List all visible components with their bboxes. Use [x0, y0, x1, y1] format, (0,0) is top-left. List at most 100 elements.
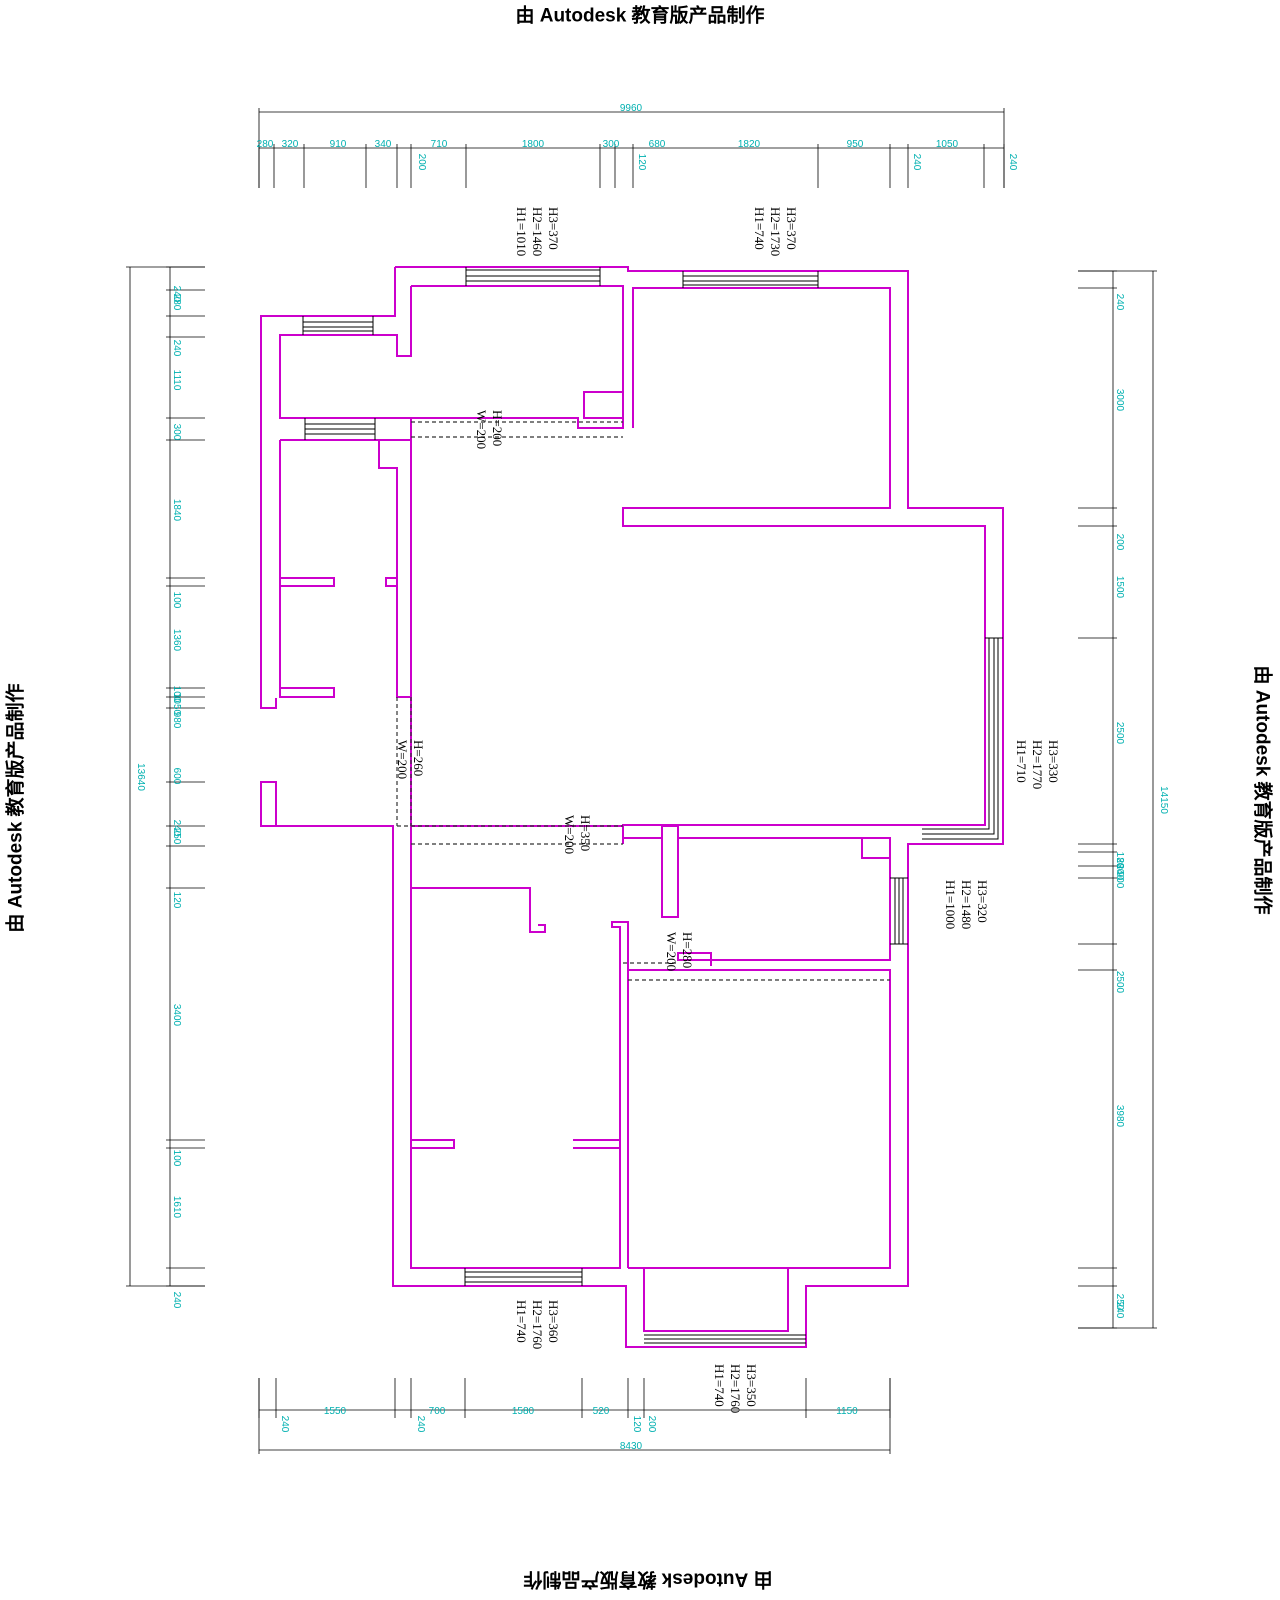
outer-wall-west — [260, 267, 396, 709]
inner-wall-kitchen — [411, 285, 624, 429]
dim-left-segment: 120 — [171, 892, 182, 909]
dim-left-segment: 100 — [171, 686, 182, 703]
dim-bottom-total: 8430 — [620, 1441, 643, 1452]
dim-bottom-vertical: 120 — [631, 1416, 642, 1433]
dim-top-segment: 950 — [847, 139, 864, 150]
annotation-win-bottom-left: H1=740 — [514, 1300, 529, 1343]
annotation-win-top-right: H2=1730 — [768, 207, 783, 256]
dim-top-segment: 710 — [431, 139, 448, 150]
window-east-small — [890, 877, 908, 945]
dim-left-segment: 1050 — [171, 693, 182, 716]
dim-left-segment: 250 — [171, 828, 182, 845]
windows — [302, 267, 1003, 1344]
dim-left-segment: 1610 — [171, 1196, 182, 1219]
window-west-lower — [304, 418, 376, 440]
dim-top-segment: 1820 — [738, 139, 761, 150]
dim-top-vertical: 120 — [636, 154, 647, 171]
dim-left-segment: 240 — [171, 1292, 182, 1309]
annotation-win-bottom-right: H1=740 — [712, 1364, 727, 1407]
hall-column — [861, 837, 891, 859]
dim-right-segment: 1500 — [1114, 576, 1125, 599]
annotation-beam-left: W=200 — [395, 740, 410, 779]
dim-bottom-segment: 700 — [429, 1406, 446, 1417]
annotation-win-top-left: H1=1010 — [514, 207, 529, 256]
dim-top-segment: 1050 — [936, 139, 959, 150]
dim-left-total: 13640 — [135, 763, 146, 791]
outer-wall — [260, 266, 1004, 1348]
bedroom-north-wall — [622, 287, 986, 844]
annotation-win-top-right: H3=370 — [784, 207, 799, 250]
inner-wall-living — [279, 286, 412, 826]
window-east-bay — [922, 637, 1003, 840]
bedroom-sw-inner — [410, 888, 629, 1269]
annotation-win-right: H1=710 — [1014, 740, 1029, 783]
annotation-beam-top: H=200 — [490, 410, 505, 446]
dim-left-segment: 980 — [171, 712, 182, 729]
dim-bottom-segment: 1550 — [324, 1406, 347, 1417]
dim-top-segment: 1800 — [522, 139, 545, 150]
dim-right-segment: 2500 — [1114, 722, 1125, 745]
dim-left-segment: 300 — [171, 424, 182, 441]
dim-left-segment: 280 — [171, 294, 182, 311]
window-bottom-left — [464, 1268, 583, 1286]
dim-left-segment: 600 — [171, 768, 182, 785]
utility-wall — [280, 439, 412, 698]
annotation-beam-top: W=200 — [474, 410, 489, 449]
annotation-beam-mid: W=200 — [562, 815, 577, 854]
dim-left-segment: 1360 — [171, 629, 182, 652]
walls — [260, 266, 1004, 1348]
annotation-win-right-small: H1=1000 — [943, 880, 958, 929]
dim-right-segment: 900 — [1114, 872, 1125, 889]
annotation-beam-left: H=260 — [411, 740, 426, 776]
window-top-right — [682, 271, 819, 288]
bedroom-sw-stub — [411, 1139, 455, 1149]
dim-left-segment: 1840 — [171, 499, 182, 522]
dim-right-total: 14150 — [1158, 786, 1169, 814]
dim-top-segment: 300 — [603, 139, 620, 150]
kitchen-column — [583, 391, 624, 419]
annotation-beam-mid: H=350 — [578, 815, 593, 851]
dim-top-vertical: 200 — [416, 154, 427, 171]
hall-south-wall-2 — [677, 837, 891, 966]
dimension-labels: 9960 8430 13640 14150 — [135, 103, 1169, 1452]
dim-top-segment: 680 — [649, 139, 666, 150]
annotation-win-bottom-left: H2=1760 — [530, 1300, 545, 1349]
dimension-ticks — [166, 144, 1117, 1418]
annotation-win-top-right: H1=740 — [752, 207, 767, 250]
dim-bottom-vertical: 200 — [646, 1416, 657, 1433]
dim-left-segment: 1110 — [171, 370, 182, 391]
utility-inner — [279, 440, 335, 698]
bedroom-se-wall — [628, 969, 891, 1269]
utility-post — [385, 577, 398, 587]
annotation-win-bottom-right: H2=1760 — [728, 1364, 743, 1413]
dim-right-segment: 240 — [1114, 294, 1125, 311]
dim-left-segment: 240 — [171, 286, 182, 303]
dim-top-segment: 910 — [330, 139, 347, 150]
annotation-win-right: H3=330 — [1046, 740, 1061, 783]
dim-right-segment: 2500 — [1114, 971, 1125, 994]
annotation-win-right: H2=1770 — [1030, 740, 1045, 789]
annotation-win-bottom-left: H3=360 — [546, 1300, 561, 1343]
beams — [396, 421, 890, 981]
dim-bottom-segment: 1580 — [512, 1406, 535, 1417]
dimension-segment-labels: 280 320 910 340 710 1800 300 680 1820 950 1050 200 1… — [171, 139, 1125, 1433]
watermark-top: 由 Autodesk 教育版产品制作 — [515, 5, 765, 27]
dim-top-vertical: 240 — [911, 154, 922, 171]
dim-top-segment: 340 — [375, 139, 392, 150]
dim-left-segment: 100 — [171, 1150, 182, 1167]
dim-top-segment: 320 — [282, 139, 299, 150]
window-top-left — [465, 267, 601, 286]
hall-south-wall — [411, 825, 679, 918]
dim-right-segment: 180 — [1114, 852, 1125, 869]
window-west-upper — [302, 316, 374, 335]
dim-bottom-vertical: 240 — [279, 1416, 290, 1433]
dim-right-segment: 3980 — [1114, 1105, 1125, 1128]
dim-left-segment: 100 — [171, 592, 182, 609]
annotation-win-right-small: H2=1480 — [959, 880, 974, 929]
dim-left-segment: 240 — [171, 820, 182, 837]
dim-bottom-segment: 1150 — [836, 1406, 858, 1417]
dim-right-segment: 3000 — [1114, 389, 1125, 412]
bedroom-sw-wall — [410, 826, 546, 933]
